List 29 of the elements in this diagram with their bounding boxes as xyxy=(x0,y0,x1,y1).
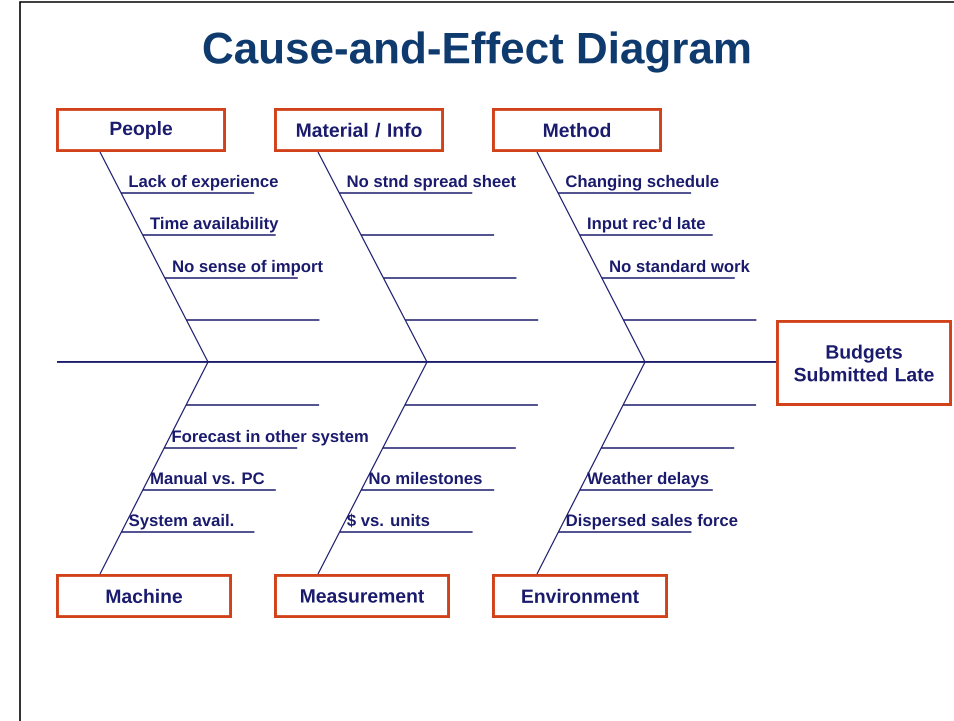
cause-label: System avail. xyxy=(129,514,234,530)
cause-label: Forecast in other system xyxy=(172,430,368,446)
category-box: Material / Info xyxy=(274,108,444,152)
cause-label: Dispersed sales force xyxy=(566,514,738,530)
cause-label: Changing schedule xyxy=(566,174,719,191)
category-box: People xyxy=(56,108,226,152)
category-box: Measurement xyxy=(274,574,450,618)
effect-box: Budgets Submitted Late xyxy=(776,320,952,406)
bone-line xyxy=(536,362,646,574)
category-box: Machine xyxy=(56,574,232,618)
category-box: Environment xyxy=(492,574,668,618)
cause-label: No standard work xyxy=(610,260,750,272)
category-box: Method xyxy=(492,108,662,152)
cause-label: Lack of experience xyxy=(129,174,278,190)
bone-line xyxy=(99,362,209,574)
bone-line xyxy=(317,362,428,574)
bone-line xyxy=(536,152,646,362)
cause-label: No milestones xyxy=(370,472,482,484)
cause-label: No stnd spread sheet xyxy=(348,174,516,190)
cause-label: Manual vs. PC xyxy=(151,472,264,484)
cause-label: Weather delays xyxy=(587,472,708,488)
cause-label: Time availability xyxy=(150,216,278,232)
title: Cause-and-Effect Diagram xyxy=(204,31,750,73)
cause-label: $ vs. units xyxy=(347,514,430,528)
spine-line xyxy=(57,361,776,363)
cause-label: No sense of import xyxy=(173,260,323,276)
bone-line xyxy=(317,152,428,362)
cause-label: Input rec’d late xyxy=(588,216,705,232)
bone-line xyxy=(99,152,209,362)
